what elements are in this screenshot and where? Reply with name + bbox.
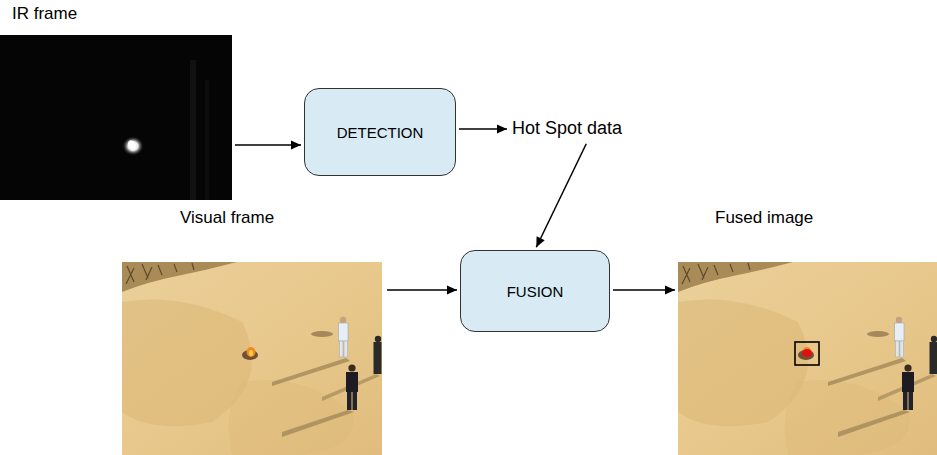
process-box: DETECTION — [304, 88, 456, 176]
arrow-head — [497, 125, 507, 134]
image-caption: IR frame — [12, 4, 77, 24]
box-label: DETECTION — [337, 124, 424, 141]
process-box: FUSION — [460, 250, 610, 332]
arrow-head — [665, 286, 675, 295]
arrow-head — [536, 236, 544, 247]
image-frame: IR frame — [0, 4, 232, 200]
image-frame: Fused image — [678, 208, 937, 455]
data-node: Hot Spot data — [510, 116, 624, 141]
arrow-connector — [387, 289, 457, 291]
arrow-head — [291, 141, 301, 150]
arrow-head — [447, 286, 457, 295]
image-frame: Visual frame — [122, 208, 384, 455]
image-caption: Visual frame — [180, 208, 274, 228]
image-caption: Fused image — [715, 208, 813, 228]
data-label: Hot Spot data — [510, 116, 624, 141]
arrow-connector — [536, 144, 586, 248]
box-label: FUSION — [507, 283, 564, 300]
